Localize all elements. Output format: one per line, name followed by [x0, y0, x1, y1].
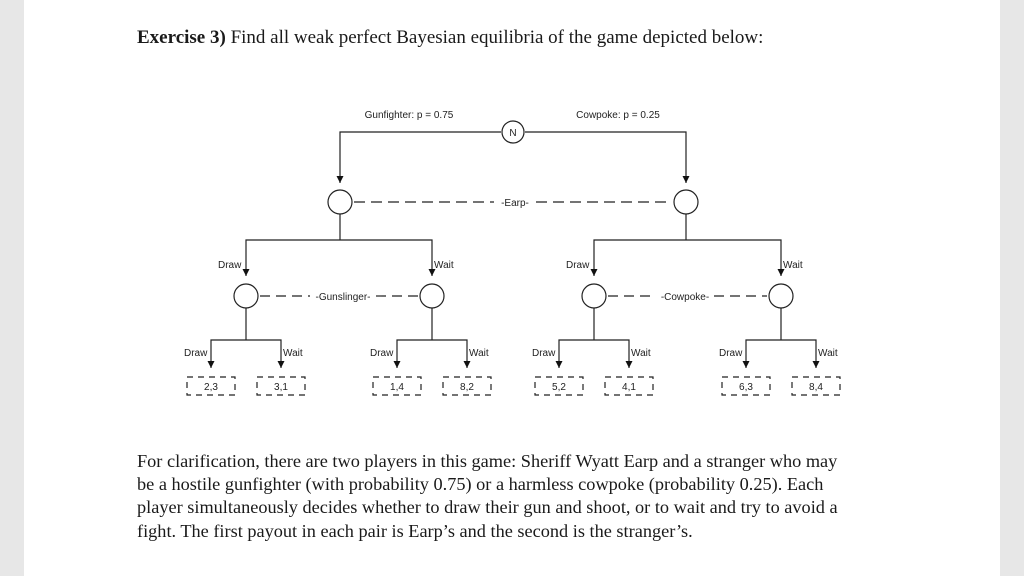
clarification-line-3: player simultaneously decides whether to… — [137, 497, 838, 518]
stranger-wait-label-4: Wait — [818, 348, 838, 359]
stranger-draw-label-2: Draw — [370, 348, 394, 359]
gunslinger-label-bg — [310, 289, 376, 303]
clarification-line-4: fight. The first payout in each pair is … — [137, 520, 693, 541]
cowpoke-infoset-label: -Cowpoke- — [661, 292, 709, 303]
gunslinger-node-wait — [419, 283, 445, 309]
gunslinger-infoset-label: -Gunslinger- — [315, 292, 370, 303]
payoff-7: 6,3 — [739, 382, 753, 393]
payoff-5: 5,2 — [552, 382, 566, 393]
earp-draw-label-right: Draw — [566, 260, 590, 271]
earp-draw-label-left: Draw — [218, 260, 242, 271]
payoff-boxes — [186, 376, 841, 396]
cowpoke-label-bg — [656, 289, 714, 303]
earp-infoset-label: -Earp- — [501, 198, 529, 209]
game-tree-diagram: N Gunfighter: p = 0.75 Cowpoke: p = 0.25… — [184, 110, 841, 396]
cowpoke-node-wait — [768, 283, 794, 309]
clarification-paragraph: For clarification, there are two players… — [137, 450, 897, 543]
exercise-question: Find all weak perfect Bayesian equilibri… — [230, 27, 764, 48]
gunfighter-branch-label: Gunfighter: p = 0.75 — [365, 110, 454, 121]
payoff-8: 8,4 — [809, 382, 823, 393]
earp-wait-label-right: Wait — [783, 260, 803, 271]
earp-node-gunfighter — [327, 189, 353, 215]
nature-node — [501, 120, 525, 144]
exercise-label: Exercise 3) — [137, 27, 226, 48]
stranger-action-branches — [207, 308, 820, 368]
stranger-wait-label-2: Wait — [469, 348, 489, 359]
cowpoke-branch-label: Cowpoke: p = 0.25 — [576, 110, 660, 121]
stranger-wait-label-1: Wait — [283, 348, 303, 359]
stranger-draw-label-3: Draw — [532, 348, 556, 359]
earp-action-branches — [242, 214, 785, 276]
cowpoke-node-draw — [581, 283, 607, 309]
stranger-draw-label-1: Draw — [184, 348, 208, 359]
clarification-line-1: For clarification, there are two players… — [137, 451, 838, 471]
nature-node-label: N — [509, 128, 516, 139]
earp-label-bg — [496, 195, 536, 209]
gunslinger-node-draw — [233, 283, 259, 309]
clarification-line-2: be a hostile gunfighter (with probabilit… — [137, 474, 824, 495]
earp-node-cowpoke — [673, 189, 699, 215]
exercise-heading: Exercise 3) Find all weak perfect Bayesi… — [137, 27, 957, 49]
payoff-6: 4,1 — [622, 382, 636, 393]
payoff-3: 1,4 — [390, 382, 404, 393]
stranger-wait-label-3: Wait — [631, 348, 651, 359]
document-page: Exercise 3) Find all weak perfect Bayesi… — [24, 0, 1000, 576]
earp-wait-label-left: Wait — [434, 260, 454, 271]
payoff-2: 3,1 — [274, 382, 288, 393]
stranger-draw-label-4: Draw — [719, 348, 743, 359]
nature-branches — [336, 131, 690, 183]
payoff-4: 8,2 — [460, 382, 474, 393]
payoff-1: 2,3 — [204, 382, 218, 393]
